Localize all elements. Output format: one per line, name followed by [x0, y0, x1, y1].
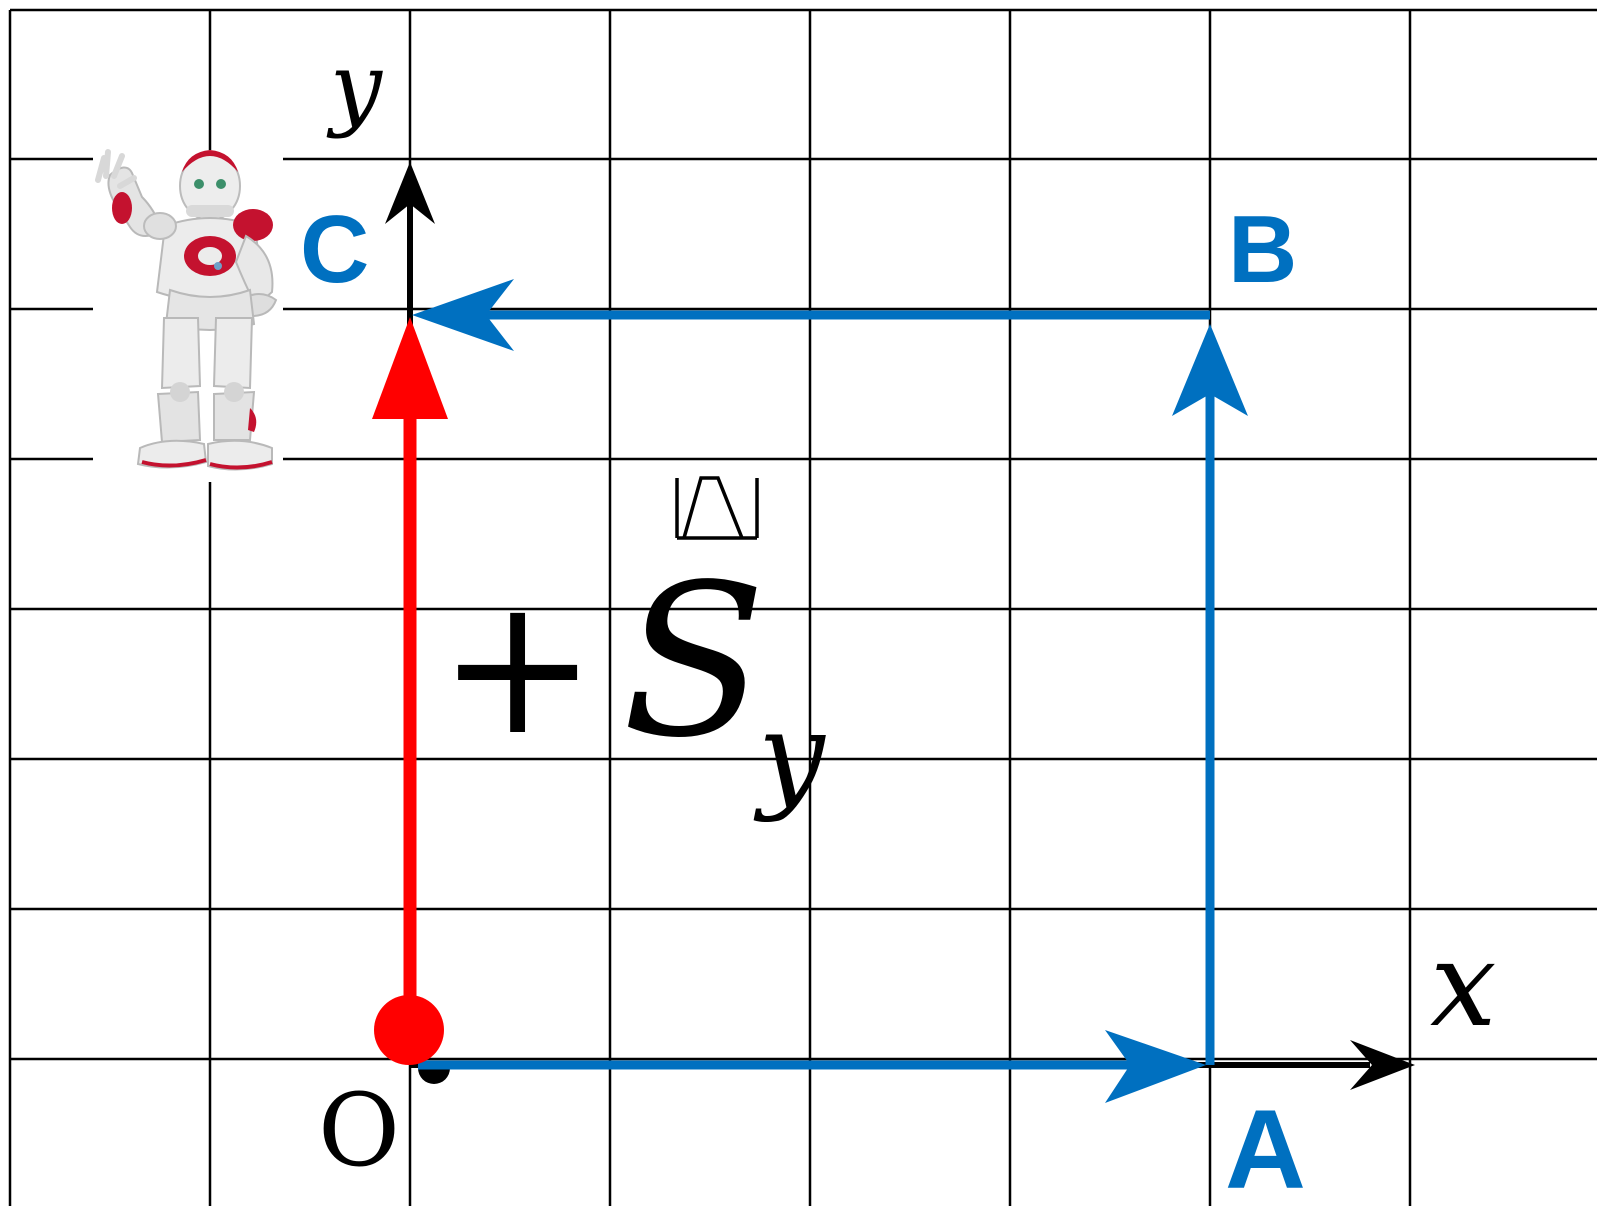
red-displacement-arrow	[372, 317, 448, 1065]
arrowhead-b	[1172, 324, 1248, 416]
origin-label: O	[318, 1072, 400, 1189]
vector-subscript: y	[753, 686, 826, 824]
y-axis-label: y	[326, 33, 383, 140]
point-c-label: C	[300, 196, 369, 303]
humanoid-robot-icon	[93, 149, 283, 482]
vector-accent-icon	[675, 476, 759, 540]
plus-sign: +	[438, 556, 597, 777]
point-b-label: B	[1228, 196, 1297, 303]
red-dot-icon	[374, 995, 444, 1065]
vector-expression: + S y	[438, 476, 826, 824]
blue-path	[412, 279, 1248, 1103]
vector-symbol: S	[622, 539, 766, 784]
x-axis-label: x	[1430, 915, 1497, 1053]
point-a-label: A	[1225, 1087, 1306, 1206]
arrowhead-a	[1105, 1030, 1206, 1103]
origin-tick	[418, 1068, 450, 1084]
displacement-arrowhead	[372, 317, 448, 419]
x-axis-arrowhead	[1350, 1040, 1415, 1090]
arrowhead-c	[412, 279, 514, 351]
y-axis-arrowhead	[385, 162, 435, 224]
